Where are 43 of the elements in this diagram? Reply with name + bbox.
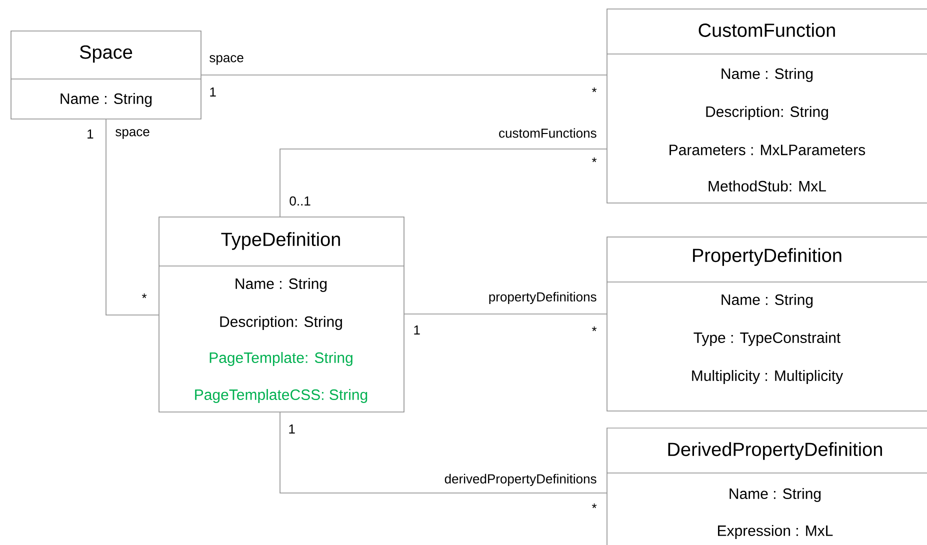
attribute-text: Name : String bbox=[722, 294, 813, 308]
multiplicity: * bbox=[592, 326, 597, 332]
role-name: propertyDefinitions bbox=[489, 292, 596, 304]
class-name: CustomFunction bbox=[698, 23, 835, 37]
class-box bbox=[158, 216, 404, 412]
role-name: customFunctions bbox=[499, 128, 596, 138]
multiplicity: * bbox=[592, 88, 597, 92]
attribute-text: PageTemplate: String bbox=[210, 352, 352, 366]
class-name: DerivedPropertyDefinition bbox=[668, 442, 882, 460]
attribute-text: Parameters : MxLParameters bbox=[670, 144, 866, 156]
role-name: space bbox=[210, 55, 244, 65]
multiplicity: 1 bbox=[210, 88, 216, 96]
class-box bbox=[606, 8, 927, 204]
multiplicity: 1 bbox=[88, 130, 94, 138]
attribute-text: Name : String bbox=[60, 93, 152, 107]
attribute-text: Name : String bbox=[236, 278, 327, 292]
class-box bbox=[10, 30, 202, 120]
role-name: space bbox=[116, 129, 150, 139]
association-line bbox=[280, 148, 608, 218]
class-name: PropertyDefinition bbox=[693, 248, 842, 266]
attribute-text: MethodStub: MxL bbox=[708, 180, 826, 192]
attribute-text: Name : String bbox=[722, 68, 813, 82]
multiplicity: * bbox=[592, 504, 597, 508]
class-box bbox=[606, 428, 927, 545]
association-line bbox=[200, 74, 608, 76]
multiplicity: * bbox=[142, 294, 147, 298]
attribute-text: Multiplicity : Multiplicity bbox=[692, 370, 844, 384]
attribute-text: Expression : MxL bbox=[718, 525, 833, 539]
class-name: TypeDefinition bbox=[221, 232, 340, 250]
class-name: Space bbox=[80, 45, 132, 63]
role-name: derivedPropertyDefinitions bbox=[444, 474, 596, 486]
attribute-text: PageTemplateCSS: String bbox=[195, 389, 368, 403]
multiplicity: * bbox=[592, 158, 597, 162]
multiplicity: 1 bbox=[289, 424, 295, 434]
attribute-text: Description: String bbox=[706, 106, 828, 120]
association-line bbox=[106, 118, 160, 316]
multiplicity: 0..1 bbox=[290, 196, 310, 206]
multiplicity: 1 bbox=[414, 326, 420, 334]
association-line bbox=[280, 412, 608, 494]
attribute-text: Description: String bbox=[220, 316, 342, 330]
attribute-text: Name : String bbox=[730, 488, 821, 502]
attribute-text: Type : TypeConstraint bbox=[694, 332, 841, 346]
class-box bbox=[606, 236, 927, 412]
